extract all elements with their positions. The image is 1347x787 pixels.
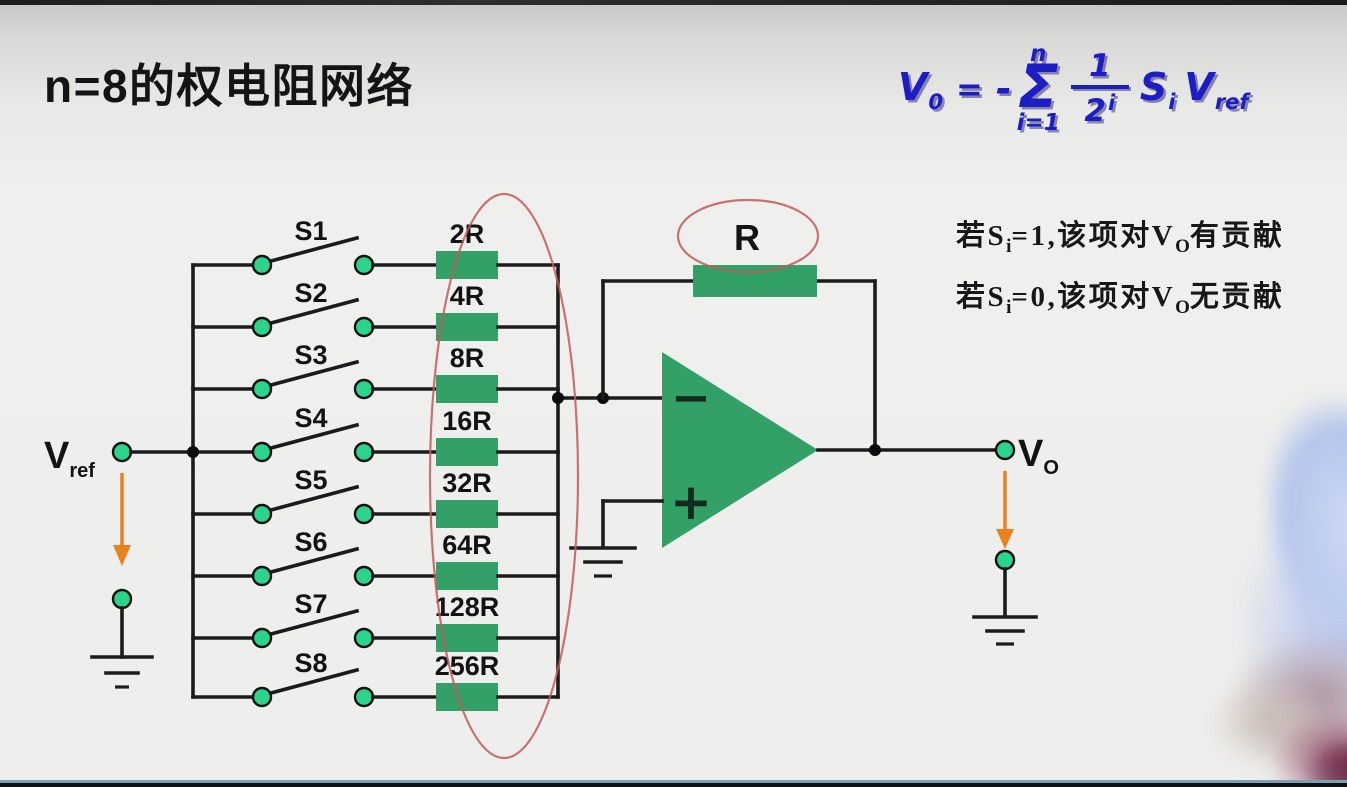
formula-vref: Vref [1184,64,1249,114]
switch-contact-left [251,565,273,587]
switch-contact-right [353,565,375,587]
resistor-label: 8R [450,343,485,373]
ground-icon [90,606,154,689]
vout-label: VO [1018,433,1059,479]
resistor-8r [436,375,498,403]
switch-arm [268,359,360,388]
switch-contact-left [251,378,273,400]
switch-arm [268,235,360,264]
resistor-128r [436,624,498,652]
vref-terminal [111,441,133,463]
switch-contact-right [353,378,375,400]
resistor-label: 256R [435,651,500,681]
feedback-resistor [693,265,817,297]
switch-contact-right [353,503,375,525]
resistor-32r [436,500,498,528]
switch-arm [268,546,360,575]
resistor-label: 16R [442,406,492,436]
vref-label: Vref [44,435,95,482]
switch-contact-right [353,686,375,708]
resistor-16r [436,438,498,466]
feedback-resistor-label: R [734,217,760,258]
resistor-2r [436,251,498,279]
note-si-equals-1: 若Si=1,该项对VO有贡献 [956,220,1285,257]
switch-arm [268,484,360,513]
opamp-plus-sign: + [670,473,712,531]
switch-label: S8 [294,648,327,678]
switch-label: S7 [294,589,327,619]
switch-contact-left [251,316,273,338]
annotation-circle-r [676,198,820,274]
output-formula: V0 = - n Σ i=1 1 2i Si Vref [898,30,1249,148]
branch-s7: S7 128R [191,589,560,652]
vout-arrowhead-icon [996,529,1014,549]
resistor-256r [436,683,498,711]
switch-arm [268,608,360,637]
formula-equals: = [956,70,983,108]
resistor-label: 64R [442,530,492,560]
noninverting-ground [569,499,664,578]
vout-ground-terminal [994,549,1016,571]
formula-vo: V0 [898,64,944,114]
page-title: n=8的权电阻网络 [44,60,415,112]
switch-contact-right [353,441,375,463]
switch-contact-right [353,254,375,276]
branch-s6: S6 64R [191,527,560,590]
switch-contact-left [251,686,273,708]
annotation-circle-resistors [428,192,580,760]
resistor-label: 32R [442,468,492,498]
resistor-label: 128R [435,592,500,622]
note-si-equals-0: 若Si=0,该项对VO无贡献 [956,281,1285,318]
switch-label: S4 [294,403,327,433]
branch-s2: S2 4R [191,278,560,341]
formula-sigma: n Σ i=1 [1016,41,1060,136]
junction-dot [187,446,199,458]
top-edge-bar [0,0,1347,5]
switch-label: S5 [294,465,327,495]
resistor-64r [436,562,498,590]
junction-dot [869,444,881,456]
switch-contact-right [353,316,375,338]
resistor-label: 4R [450,281,485,311]
switch-label: S2 [294,278,327,308]
junction-dot [552,392,564,404]
feedback-path [601,265,877,454]
switch-label: S1 [294,216,327,246]
switch-label: S6 [294,527,327,557]
branch-s4: S4 16R [191,403,560,466]
formula-minus: - [995,67,1012,111]
switch-contact-left [251,503,273,525]
switch-arm [268,422,360,451]
switch-arm [268,667,360,696]
notes: 若Si=1,该项对VO有贡献 若Si=0,该项对VO无贡献 [956,207,1284,329]
branch-s3: S3 8R [191,340,560,403]
opamp [662,352,818,548]
switch-contact-right [353,627,375,649]
vref-ground-terminal [111,588,133,610]
resistor-4r [436,313,498,341]
switch-label: S3 [294,340,327,370]
formula-fraction: 1 2i [1070,51,1129,127]
formula-si: Si [1139,64,1176,114]
switch-contact-left [251,627,273,649]
branch-s8: S8 256R [191,648,560,711]
switch-arm [268,297,360,326]
vout-terminal [994,439,1016,461]
fraction-bar [1070,85,1129,89]
opamp-minus-sign: − [671,370,711,426]
bottom-edge-bar [0,780,1347,787]
branch-s5: S5 32R [191,465,560,528]
ground-icon [972,567,1038,646]
switch-contact-left [251,254,273,276]
switch-contact-left [251,441,273,463]
vref-arrowhead-icon [113,545,131,566]
